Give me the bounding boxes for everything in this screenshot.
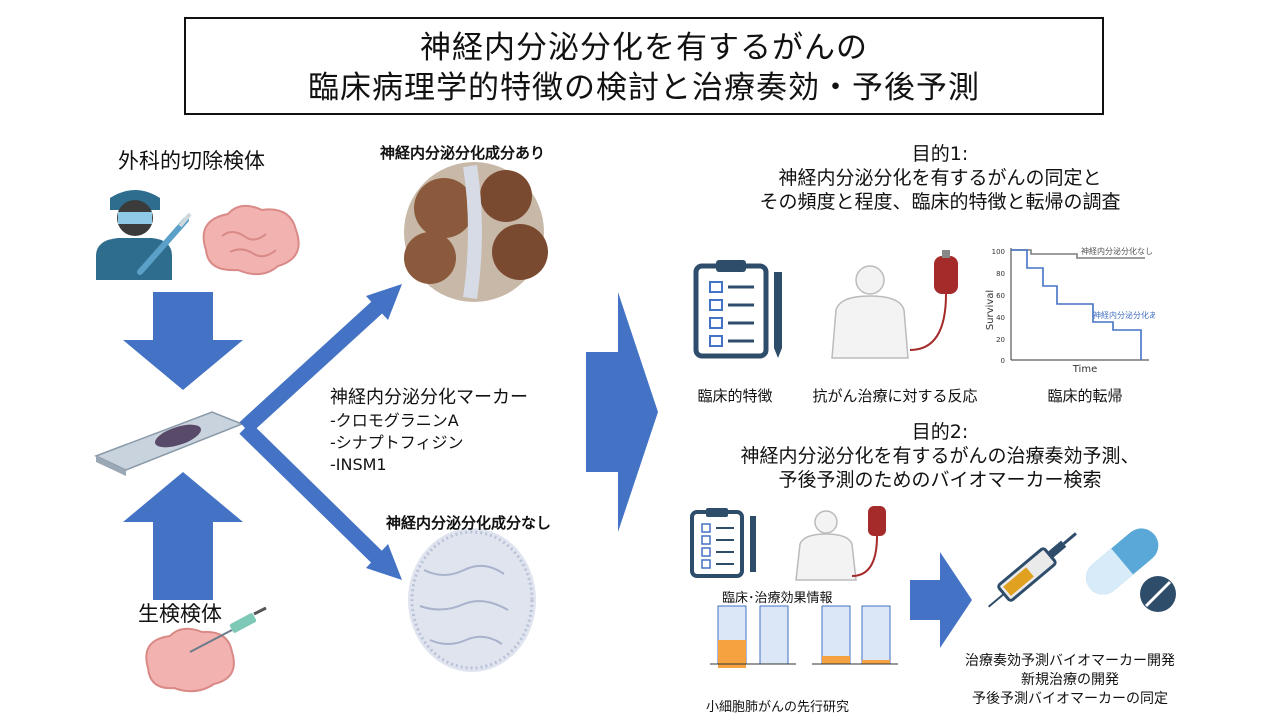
ytick-100: 100 (992, 248, 1005, 256)
goal2-block: 目的2: 神経内分泌分化を有するがんの治療奏効予測、 予後予測のためのバイオマー… (690, 420, 1190, 492)
ihc-negative-core-image (408, 528, 536, 672)
goal2-line-2: 予後予測のためのバイオマーカー検索 (778, 469, 1102, 491)
goal1-block: 目的1: 神経内分泌分化を有するがんの同定と その頻度と程度、臨床的特徴と転帰の… (690, 142, 1190, 214)
series-label-with-ne: 神経内分泌分化あり (1093, 310, 1155, 320)
prior-study-chart-left (710, 605, 796, 668)
goal1-line-1: 神経内分泌分化を有するがんの同定と (778, 167, 1102, 189)
caption-treatment-response: 抗がん治療に対する反応 (812, 387, 978, 405)
right-arrow (910, 552, 972, 648)
caption-clinical-outcome: 臨床的転帰 (1047, 387, 1123, 405)
marker-item: -シナプトフィジン (330, 433, 464, 452)
survival-line-with-ne (1011, 249, 1142, 360)
biopsy-specimen-label: 生検検体 (138, 602, 222, 626)
glass-slide-icon (94, 411, 245, 476)
clipboard-icon-2 (690, 508, 756, 578)
upper-branch-arrowhead (366, 284, 402, 320)
marker-block: 神経内分泌分化マーカー -クロモグラニンA -シナプトフィジン -INSM1 (330, 386, 528, 476)
lower-branch-arrowhead (366, 544, 402, 580)
outcomes-block: 治療奏効予測バイオマーカー開発 新規治療の開発 予後予測バイオマーカーの同定 (940, 652, 1200, 709)
up-arrow (123, 472, 243, 600)
ihc-positive-core-image (404, 162, 548, 302)
surgeon-icon (96, 190, 192, 280)
marker-heading: 神経内分泌分化マーカー (330, 387, 528, 408)
down-arrow (123, 292, 243, 390)
series-label-without-ne: 神経内分泌分化なし (1081, 246, 1153, 256)
ytick-0: 0 (1001, 357, 1005, 365)
caption-clinical-features: 臨床的特徴 (697, 387, 773, 405)
prior-research-label: 小細胞肺がんの先行研究 (706, 700, 850, 715)
pill-icon (1086, 528, 1176, 612)
ne-negative-label: 神経内分泌分化成分なし (386, 514, 552, 532)
ytick-40: 40 (996, 314, 1005, 322)
title-line-1: 神経内分泌分化を有するがんの (420, 30, 868, 66)
survival-xlabel: Time (1072, 364, 1097, 375)
goal1-heading: 目的1: (911, 143, 969, 165)
survival-chart: 100 80 60 40 20 0 Survival Time 神経内分泌分化な… (985, 246, 1155, 375)
prior-study-chart-right (812, 605, 898, 665)
goal2-line-1: 神経内分泌分化を有するがんの治療奏効予測、 (740, 445, 1140, 467)
outcome-line-1: 治療奏効予測バイオマーカー開発 (965, 653, 1175, 669)
outcome-line-3: 予後予測バイオマーカーの同定 (972, 691, 1168, 707)
clipboard-icon (693, 260, 782, 359)
ytick-20: 20 (996, 336, 1005, 344)
biopsy-tissue-icon (145, 606, 267, 693)
ne-positive-label: 神経内分泌分化成分あり (380, 144, 546, 162)
patient-iv-icon-2 (795, 506, 886, 581)
syringe-icon (987, 532, 1077, 608)
survival-ylabel: Survival (985, 290, 996, 330)
ytick-80: 80 (996, 270, 1005, 278)
center-arrow (586, 292, 658, 532)
goal1-line-2: その頻度と程度、臨床的特徴と転帰の調査 (759, 191, 1121, 213)
surgical-specimen-label: 外科的切除検体 (118, 149, 265, 173)
marker-item: -クロモグラニンA (330, 411, 459, 430)
patient-iv-icon (831, 250, 958, 359)
surgical-tissue-icon (202, 204, 300, 276)
title-box: 神経内分泌分化を有するがんの 臨床病理学的特徴の検討と治療奏効・予後予測 (184, 17, 1104, 115)
marker-item: -INSM1 (330, 455, 387, 474)
title-line-2: 臨床病理学的特徴の検討と治療奏効・予後予測 (308, 70, 980, 106)
ytick-60: 60 (996, 292, 1005, 300)
goal2-heading: 目的2: (911, 421, 969, 443)
clinical-info-label: 臨床･治療効果情報 (722, 591, 833, 606)
outcome-line-2: 新規治療の開発 (1021, 672, 1119, 688)
